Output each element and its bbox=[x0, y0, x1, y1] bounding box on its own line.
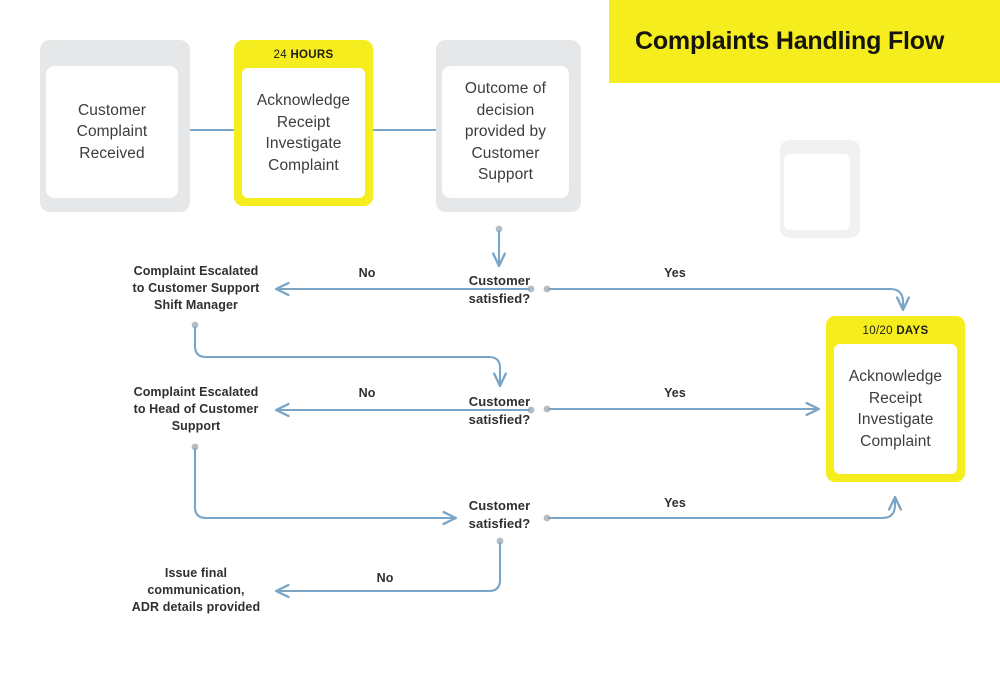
node-duration-tag: 10/20 DAYS bbox=[826, 325, 965, 337]
title-banner: Complaints Handling Flow bbox=[609, 0, 1000, 83]
origin-dot-outcome bbox=[495, 225, 503, 233]
edge-label-no-2: No bbox=[358, 386, 376, 400]
page-title: Complaints Handling Flow bbox=[635, 27, 945, 55]
node-duration-unit: DAYS bbox=[896, 325, 929, 337]
origin-dot-escalate-2 bbox=[191, 443, 199, 451]
node-empty-placeholder[interactable] bbox=[780, 140, 860, 238]
link-escalate-1-to-decision-2 bbox=[193, 325, 500, 385]
origin-dot-decision-3-no bbox=[496, 537, 504, 545]
node-duration-unit: HOURS bbox=[290, 49, 334, 61]
node-duration-value: 10/20 bbox=[862, 325, 893, 337]
link-decision-3-yes bbox=[547, 498, 895, 520]
node-duration-tag: 24 HOURS bbox=[234, 49, 373, 61]
edge-label-no-1: No bbox=[358, 266, 376, 280]
card-face bbox=[784, 154, 850, 230]
node-duration-value: 24 bbox=[273, 49, 287, 61]
link-escalate-2-to-decision-3 bbox=[193, 447, 455, 518]
edge-label-no-3: No bbox=[376, 571, 394, 585]
edge-label-yes-2: Yes bbox=[664, 386, 686, 400]
edge-label-yes-1: Yes bbox=[664, 266, 686, 280]
edge-label-yes-3: Yes bbox=[664, 496, 686, 510]
link-decision-1-yes bbox=[547, 287, 903, 309]
origin-dot-escalate-1 bbox=[191, 321, 199, 329]
